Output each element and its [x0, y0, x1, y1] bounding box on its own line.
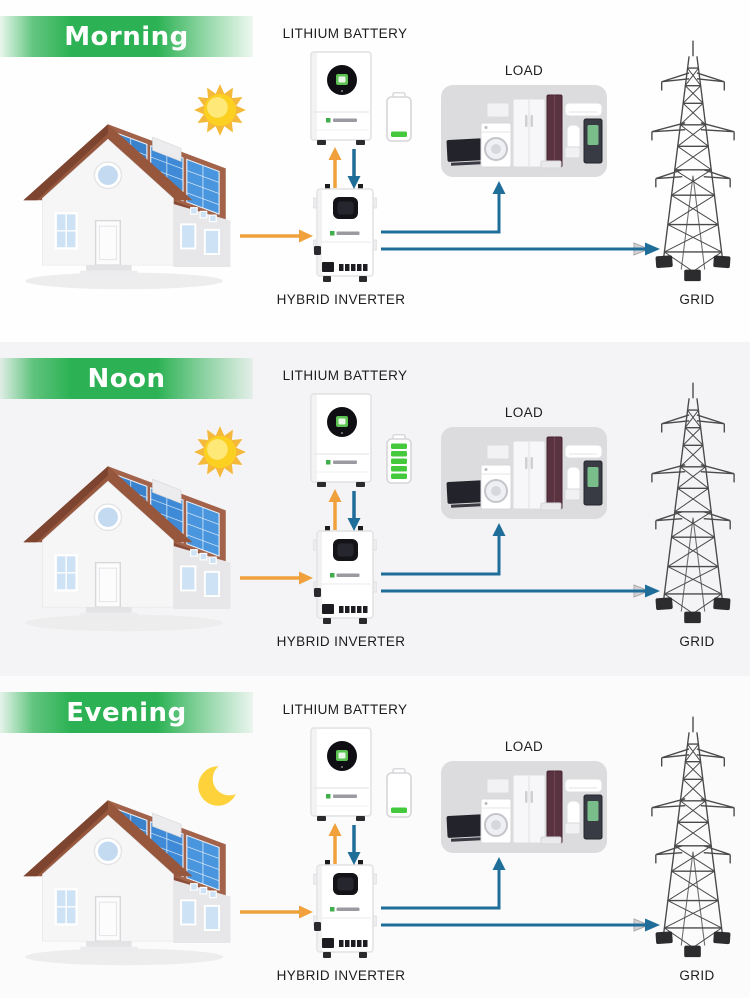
time-banner-label: Morning [64, 21, 189, 52]
battery-icon [386, 434, 412, 484]
battery-unit [308, 392, 374, 488]
hybrid-inverter-unit [313, 860, 377, 960]
evening-scenario: Evening LITHIUM BATTERY HYBRID INVERTER … [0, 676, 750, 998]
load-label: LOAD [504, 63, 544, 78]
hybrid-inverter-label: HYBRID INVERTER [276, 292, 406, 307]
battery-icon [386, 92, 412, 142]
grid-label: GRID [679, 634, 715, 649]
lithium-battery-label: LITHIUM BATTERY [282, 368, 408, 383]
grid-label: GRID [679, 292, 715, 307]
appliances-illustration [441, 427, 607, 519]
celestial-indicator [192, 758, 248, 814]
battery-icon [386, 768, 412, 818]
appliances-illustration [441, 761, 607, 853]
morning-scenario: Morning LITHIUM BATTERY HYBRID INVERTER … [0, 0, 750, 342]
battery-charge-indicator [386, 768, 412, 818]
time-banner: Evening [0, 692, 253, 733]
hybrid-inverter-unit [313, 526, 377, 626]
grid-tower [648, 712, 738, 960]
celestial-indicator [192, 424, 248, 480]
time-banner: Noon [0, 358, 253, 399]
lithium-battery-label: LITHIUM BATTERY [282, 26, 408, 41]
hybrid-inverter-unit [313, 184, 377, 284]
hybrid-inverter-label: HYBRID INVERTER [276, 968, 406, 983]
load-label: LOAD [504, 739, 544, 754]
time-banner-label: Noon [87, 363, 166, 394]
lithium-battery-label: LITHIUM BATTERY [282, 702, 408, 717]
time-banner-label: Evening [66, 697, 187, 728]
celestial-indicator [192, 82, 248, 138]
load-appliances [441, 761, 607, 853]
battery-charge-indicator [386, 434, 412, 484]
noon-scenario: Noon LITHIUM BATTERY HYBRID INVERTER LOA… [0, 342, 750, 676]
load-label: LOAD [504, 405, 544, 420]
load-appliances [441, 427, 607, 519]
grid-tower [648, 36, 738, 284]
load-appliances [441, 85, 607, 177]
grid-tower [648, 378, 738, 626]
moon-icon [192, 758, 248, 814]
battery-unit [308, 50, 374, 146]
sun-icon [192, 424, 248, 480]
grid-label: GRID [679, 968, 715, 983]
battery-charge-indicator [386, 92, 412, 142]
sun-icon [192, 82, 248, 138]
appliances-illustration [441, 85, 607, 177]
battery-unit [308, 726, 374, 822]
hybrid-inverter-label: HYBRID INVERTER [276, 634, 406, 649]
time-banner: Morning [0, 16, 253, 57]
